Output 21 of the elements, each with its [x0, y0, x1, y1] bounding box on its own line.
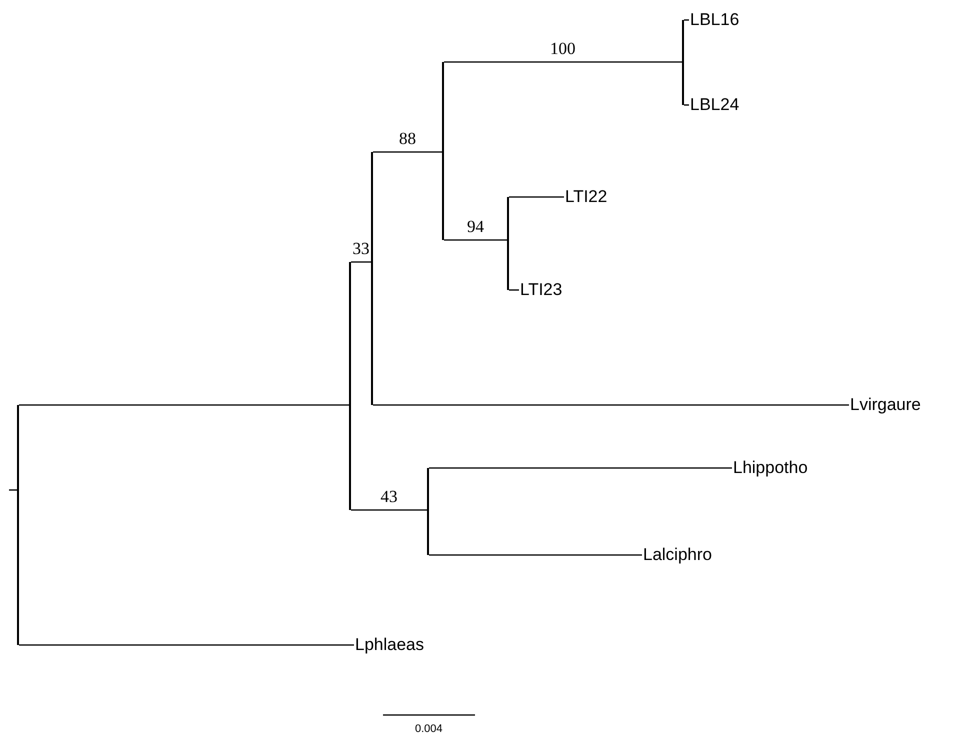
- taxon-label: Lalciphro: [643, 545, 712, 565]
- tree-branch: [19, 404, 349, 406]
- tree-branch: [429, 467, 732, 469]
- taxon-label: LBL16: [690, 10, 740, 30]
- taxon-label: Lhippotho: [733, 458, 808, 478]
- tree-branch: [373, 151, 442, 153]
- tree-branch: [19, 644, 354, 646]
- tree-branch: [444, 239, 507, 241]
- tree-branch: [509, 289, 519, 291]
- taxon-label: Lphlaeas: [355, 635, 424, 655]
- taxon-label: LTI22: [565, 187, 608, 207]
- taxon-label: Lvirgaure: [850, 395, 921, 415]
- tree-branch: [351, 509, 427, 511]
- taxon-label: LTI23: [520, 280, 562, 300]
- tree-branch: [351, 261, 371, 263]
- tree-branch: [373, 404, 849, 406]
- scale-label: 0.004: [415, 723, 443, 736]
- tree-branch: [509, 196, 564, 198]
- tree-branch: [429, 554, 642, 556]
- tree-branch: [444, 61, 682, 63]
- taxon-label: LBL24: [690, 95, 740, 115]
